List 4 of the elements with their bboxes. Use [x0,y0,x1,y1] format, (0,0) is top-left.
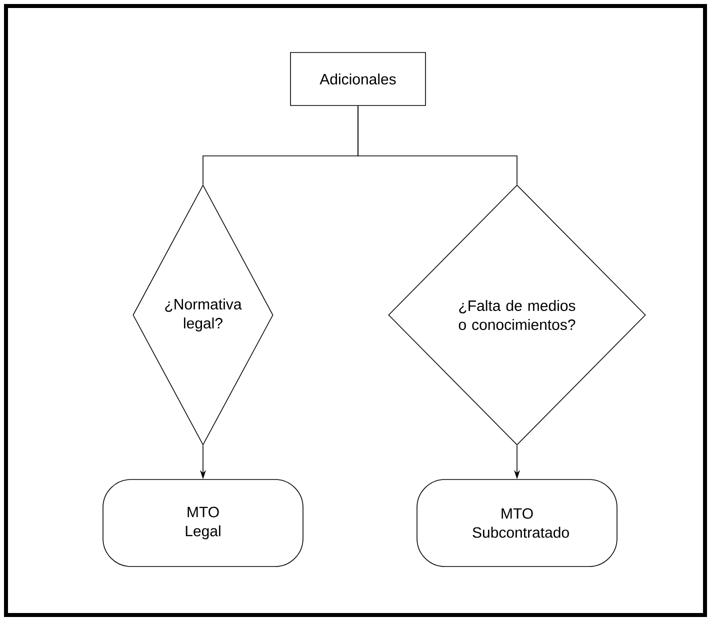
connector [358,106,518,185]
process-box: Adicionales [290,52,426,106]
terminal-box: MTO Legal [102,479,304,567]
terminal-box: MTO Subcontratado [416,479,618,567]
